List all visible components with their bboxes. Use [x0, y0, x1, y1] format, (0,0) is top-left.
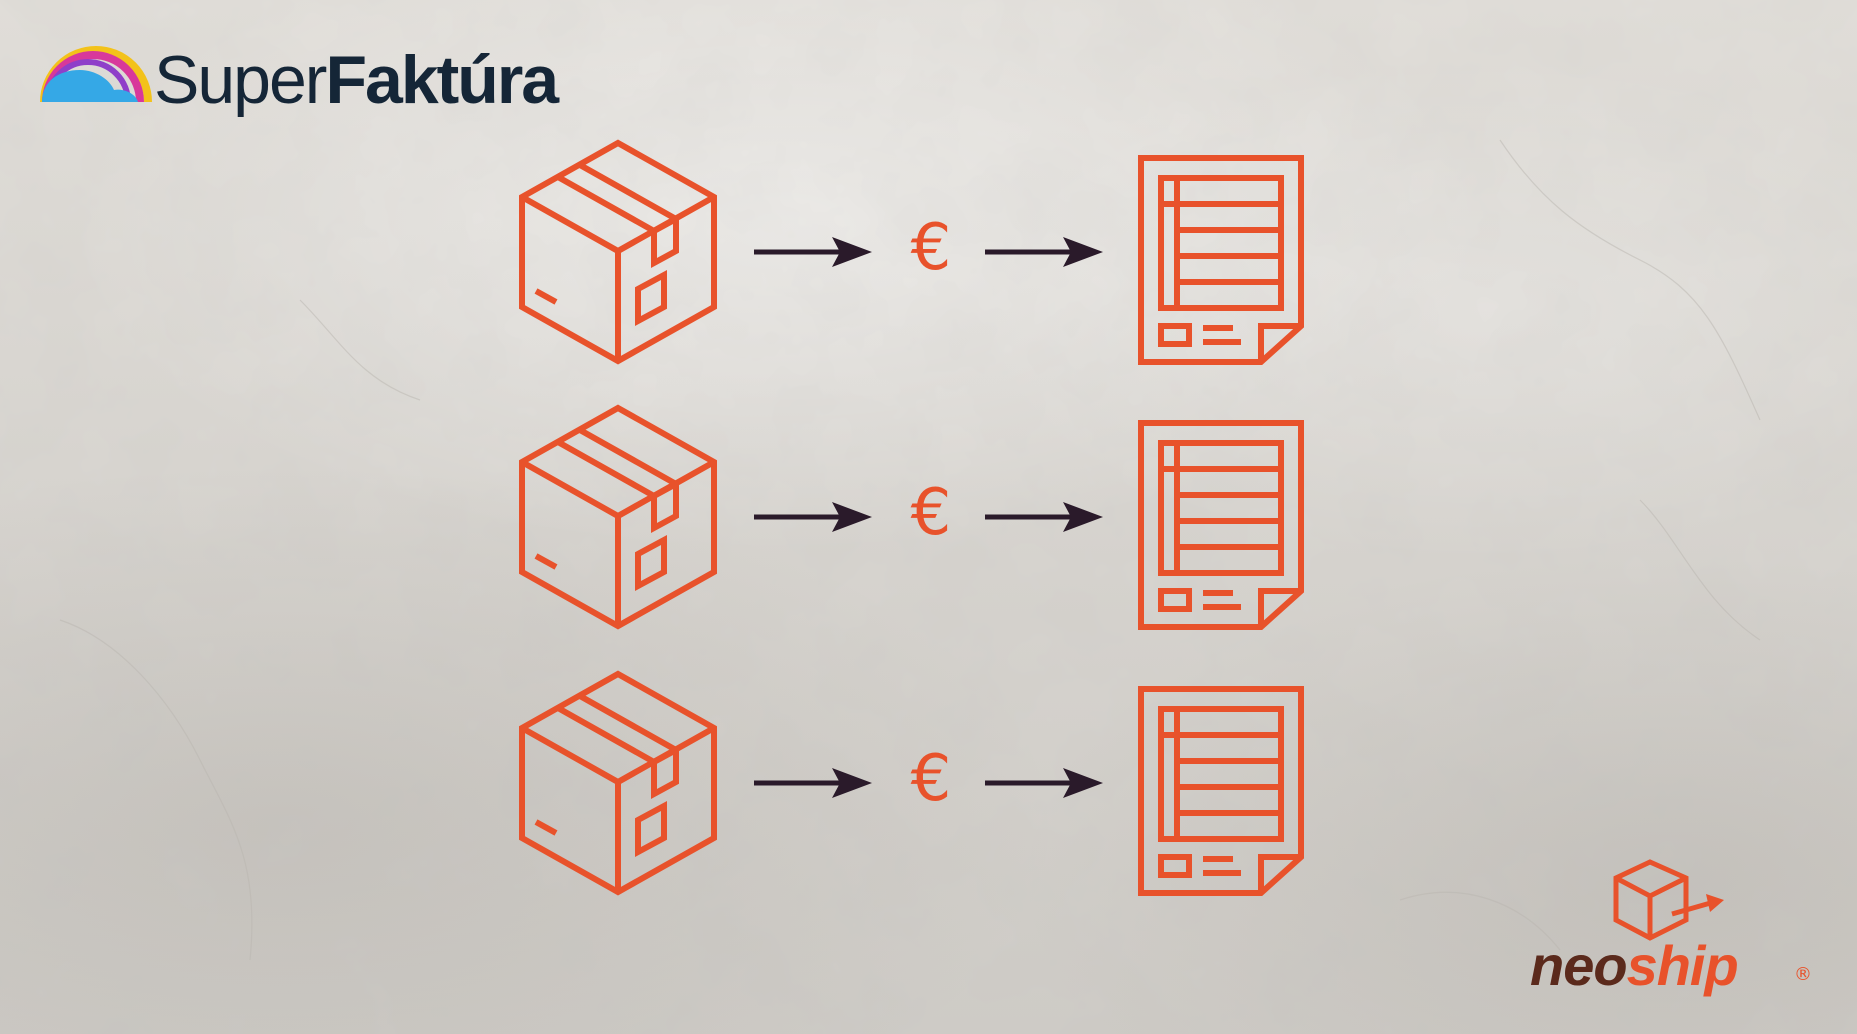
right-arrow-icon	[985, 237, 1103, 267]
euro-symbol: €	[910, 211, 952, 285]
euro-symbol: €	[910, 476, 952, 550]
invoice-document-icon	[1138, 686, 1304, 896]
superfaktura-rainbow-icon	[40, 46, 152, 103]
superfaktura-wordmark-bold: Faktúra	[325, 42, 559, 118]
package-box-icon	[519, 670, 717, 896]
neoship-wordmark: neoship	[1530, 934, 1739, 997]
invoice-document-icon	[1138, 420, 1304, 630]
package-box-icon	[519, 404, 717, 630]
invoice-document-icon	[1138, 155, 1304, 365]
right-arrow-icon	[985, 768, 1103, 798]
euro-symbol: €	[910, 742, 952, 816]
superfaktura-wordmark: SuperFaktúra	[154, 40, 559, 120]
flow-row: €	[518, 133, 1308, 365]
neoship-cube-arrow-icon	[1613, 859, 1724, 941]
neoship-wordmark-neo: neo	[1530, 934, 1628, 997]
flow-row: €	[518, 398, 1308, 630]
package-box-icon	[519, 139, 717, 365]
superfaktura-logo: SuperFaktúra	[40, 40, 580, 120]
right-arrow-icon	[754, 502, 872, 532]
right-arrow-icon	[985, 502, 1103, 532]
right-arrow-icon	[754, 768, 872, 798]
registered-mark: ®	[1794, 964, 1812, 985]
neoship-wordmark-ship: ship	[1626, 934, 1739, 997]
flow-row: €	[518, 664, 1308, 896]
neoship-logo: neoship ®	[1530, 858, 1830, 1008]
right-arrow-icon	[754, 237, 872, 267]
superfaktura-wordmark-light: Super	[154, 42, 327, 118]
